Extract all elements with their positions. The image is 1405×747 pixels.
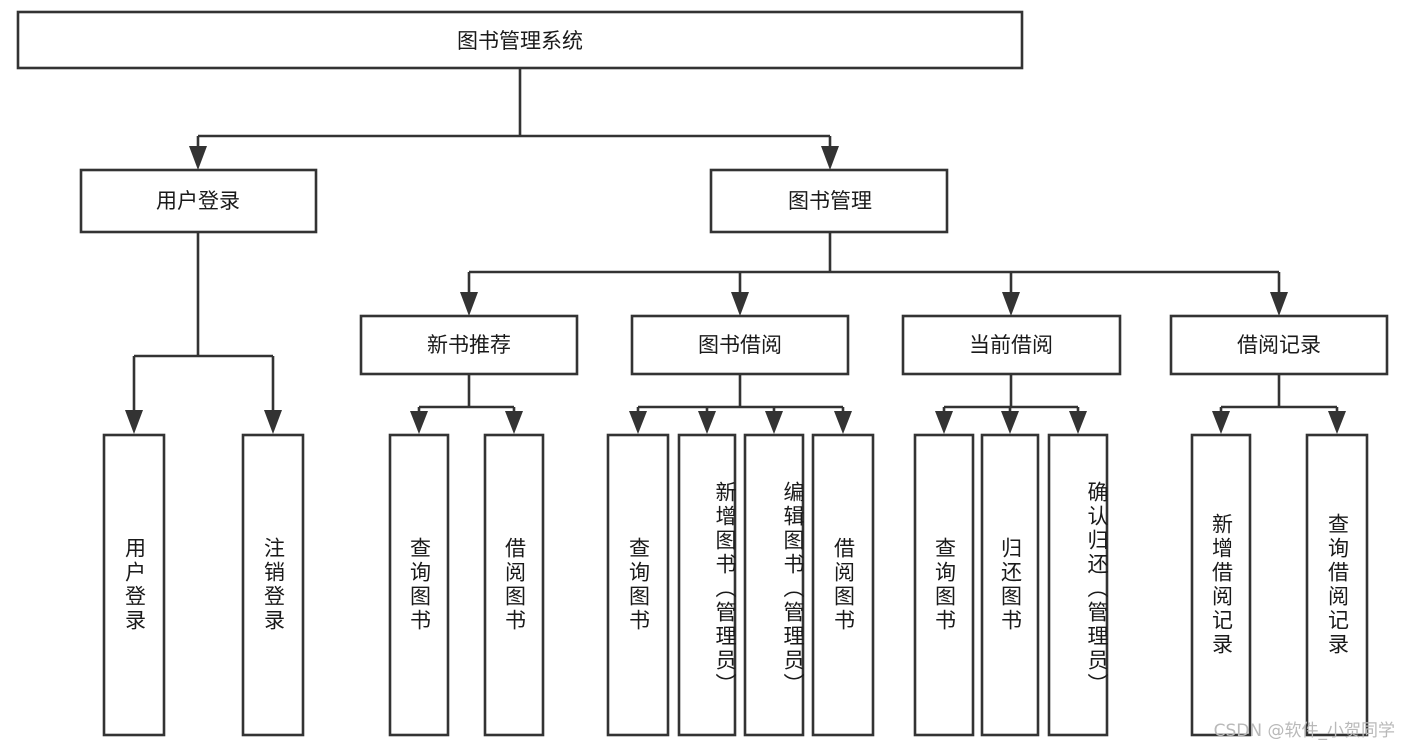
node-borrow-record-box[interactable] bbox=[1169, 314, 1389, 376]
node-leaf-confirm-return-admin-box[interactable] bbox=[1047, 433, 1109, 737]
node-root-label: 图书管理系统 bbox=[457, 29, 583, 53]
arrow-head-leaf-add-borrow-record bbox=[1212, 411, 1230, 434]
arrow-head-leaf-query-borrow-record bbox=[1328, 411, 1346, 434]
arrow-head-leaf-query-book-current bbox=[935, 411, 953, 434]
node-leaf-query-book-borrow-box[interactable] bbox=[606, 433, 670, 737]
node-book-borrow[interactable]: 图书借阅 bbox=[630, 314, 850, 376]
node-current-borrow[interactable]: 当前借阅 bbox=[901, 314, 1122, 376]
node-leaf-query-book-recommend-box[interactable] bbox=[388, 433, 450, 737]
node-book-manage-box[interactable] bbox=[709, 168, 949, 234]
connector-group-book-borrow-to-leaves bbox=[629, 374, 852, 434]
node-leaf-borrow-book-box[interactable] bbox=[811, 433, 875, 737]
node-leaf-return-book-box[interactable] bbox=[980, 433, 1040, 737]
node-user-login-box[interactable] bbox=[79, 168, 318, 234]
arrow-head-leaf-borrow-book-recommend bbox=[505, 411, 523, 434]
arrow-head-leaf-borrow-book bbox=[834, 411, 852, 434]
arrow-head-leaf-return-book bbox=[1001, 411, 1019, 434]
csdn-watermark: CSDN @软件_小贺同学 bbox=[1213, 721, 1395, 741]
arrow-head-leaf-logout bbox=[264, 410, 282, 434]
node-leaf-edit-book-admin-box[interactable] bbox=[743, 433, 805, 737]
node-current-borrow-box[interactable] bbox=[901, 314, 1122, 376]
connector-group-borrow-record-to-leaves bbox=[1212, 374, 1346, 434]
node-current-borrow-label: 当前借阅 bbox=[969, 333, 1053, 357]
connector-group-current-borrow-to-leaves bbox=[935, 374, 1087, 434]
connector-group-root-to-level2 bbox=[189, 68, 839, 170]
node-borrow-record-label: 借阅记录 bbox=[1237, 333, 1321, 357]
arrow-head-leaf-user-login bbox=[125, 410, 143, 434]
arrow-head-book-manage bbox=[821, 146, 839, 170]
arrow-head-book-borrow bbox=[731, 292, 749, 316]
arrow-head-current-borrow bbox=[1002, 292, 1020, 316]
node-user-login-label: 用户登录 bbox=[156, 189, 240, 213]
node-borrow-record[interactable]: 借阅记录 bbox=[1169, 314, 1389, 376]
arrow-head-leaf-confirm-return-admin bbox=[1069, 411, 1087, 434]
node-leaf-borrow-book-recommend-box[interactable] bbox=[483, 433, 545, 737]
node-root-box[interactable] bbox=[16, 10, 1024, 70]
arrow-head-leaf-add-book-admin bbox=[698, 411, 716, 434]
arrow-head-leaf-query-book-recommend bbox=[410, 411, 428, 434]
node-new-book-recommend-box[interactable] bbox=[359, 314, 579, 376]
arrow-head-user-login bbox=[189, 146, 207, 170]
node-leaf-add-book-admin-box[interactable] bbox=[677, 433, 737, 737]
arrow-head-borrow-record bbox=[1270, 292, 1288, 316]
connector-group-new-book-recommend-to-leaves bbox=[410, 374, 523, 434]
node-user-login[interactable]: 用户登录 bbox=[79, 168, 318, 234]
node-book-manage-label: 图书管理 bbox=[788, 189, 872, 213]
node-book-borrow-label: 图书借阅 bbox=[698, 333, 782, 357]
node-leaf-logout-box[interactable] bbox=[241, 433, 305, 737]
node-leaf-query-book-current-box[interactable] bbox=[913, 433, 975, 737]
node-root[interactable]: 图书管理系统 bbox=[16, 10, 1024, 70]
node-leaf-query-borrow-record-box[interactable] bbox=[1305, 433, 1369, 737]
node-book-borrow-box[interactable] bbox=[630, 314, 850, 376]
node-new-book-recommend[interactable]: 新书推荐 bbox=[359, 314, 579, 376]
arrow-head-leaf-edit-book-admin bbox=[765, 411, 783, 434]
arrow-head-leaf-query-book-borrow bbox=[629, 411, 647, 434]
connector-group-user-login-to-leaves bbox=[125, 232, 282, 434]
node-new-book-recommend-label: 新书推荐 bbox=[427, 333, 511, 357]
node-book-manage[interactable]: 图书管理 bbox=[709, 168, 949, 234]
arrow-head-new-book-recommend bbox=[460, 292, 478, 316]
node-leaf-user-login-box[interactable] bbox=[102, 433, 166, 737]
connector-group-book-manage-to-level3 bbox=[460, 232, 1288, 316]
node-leaf-add-borrow-record-box[interactable] bbox=[1190, 433, 1252, 737]
